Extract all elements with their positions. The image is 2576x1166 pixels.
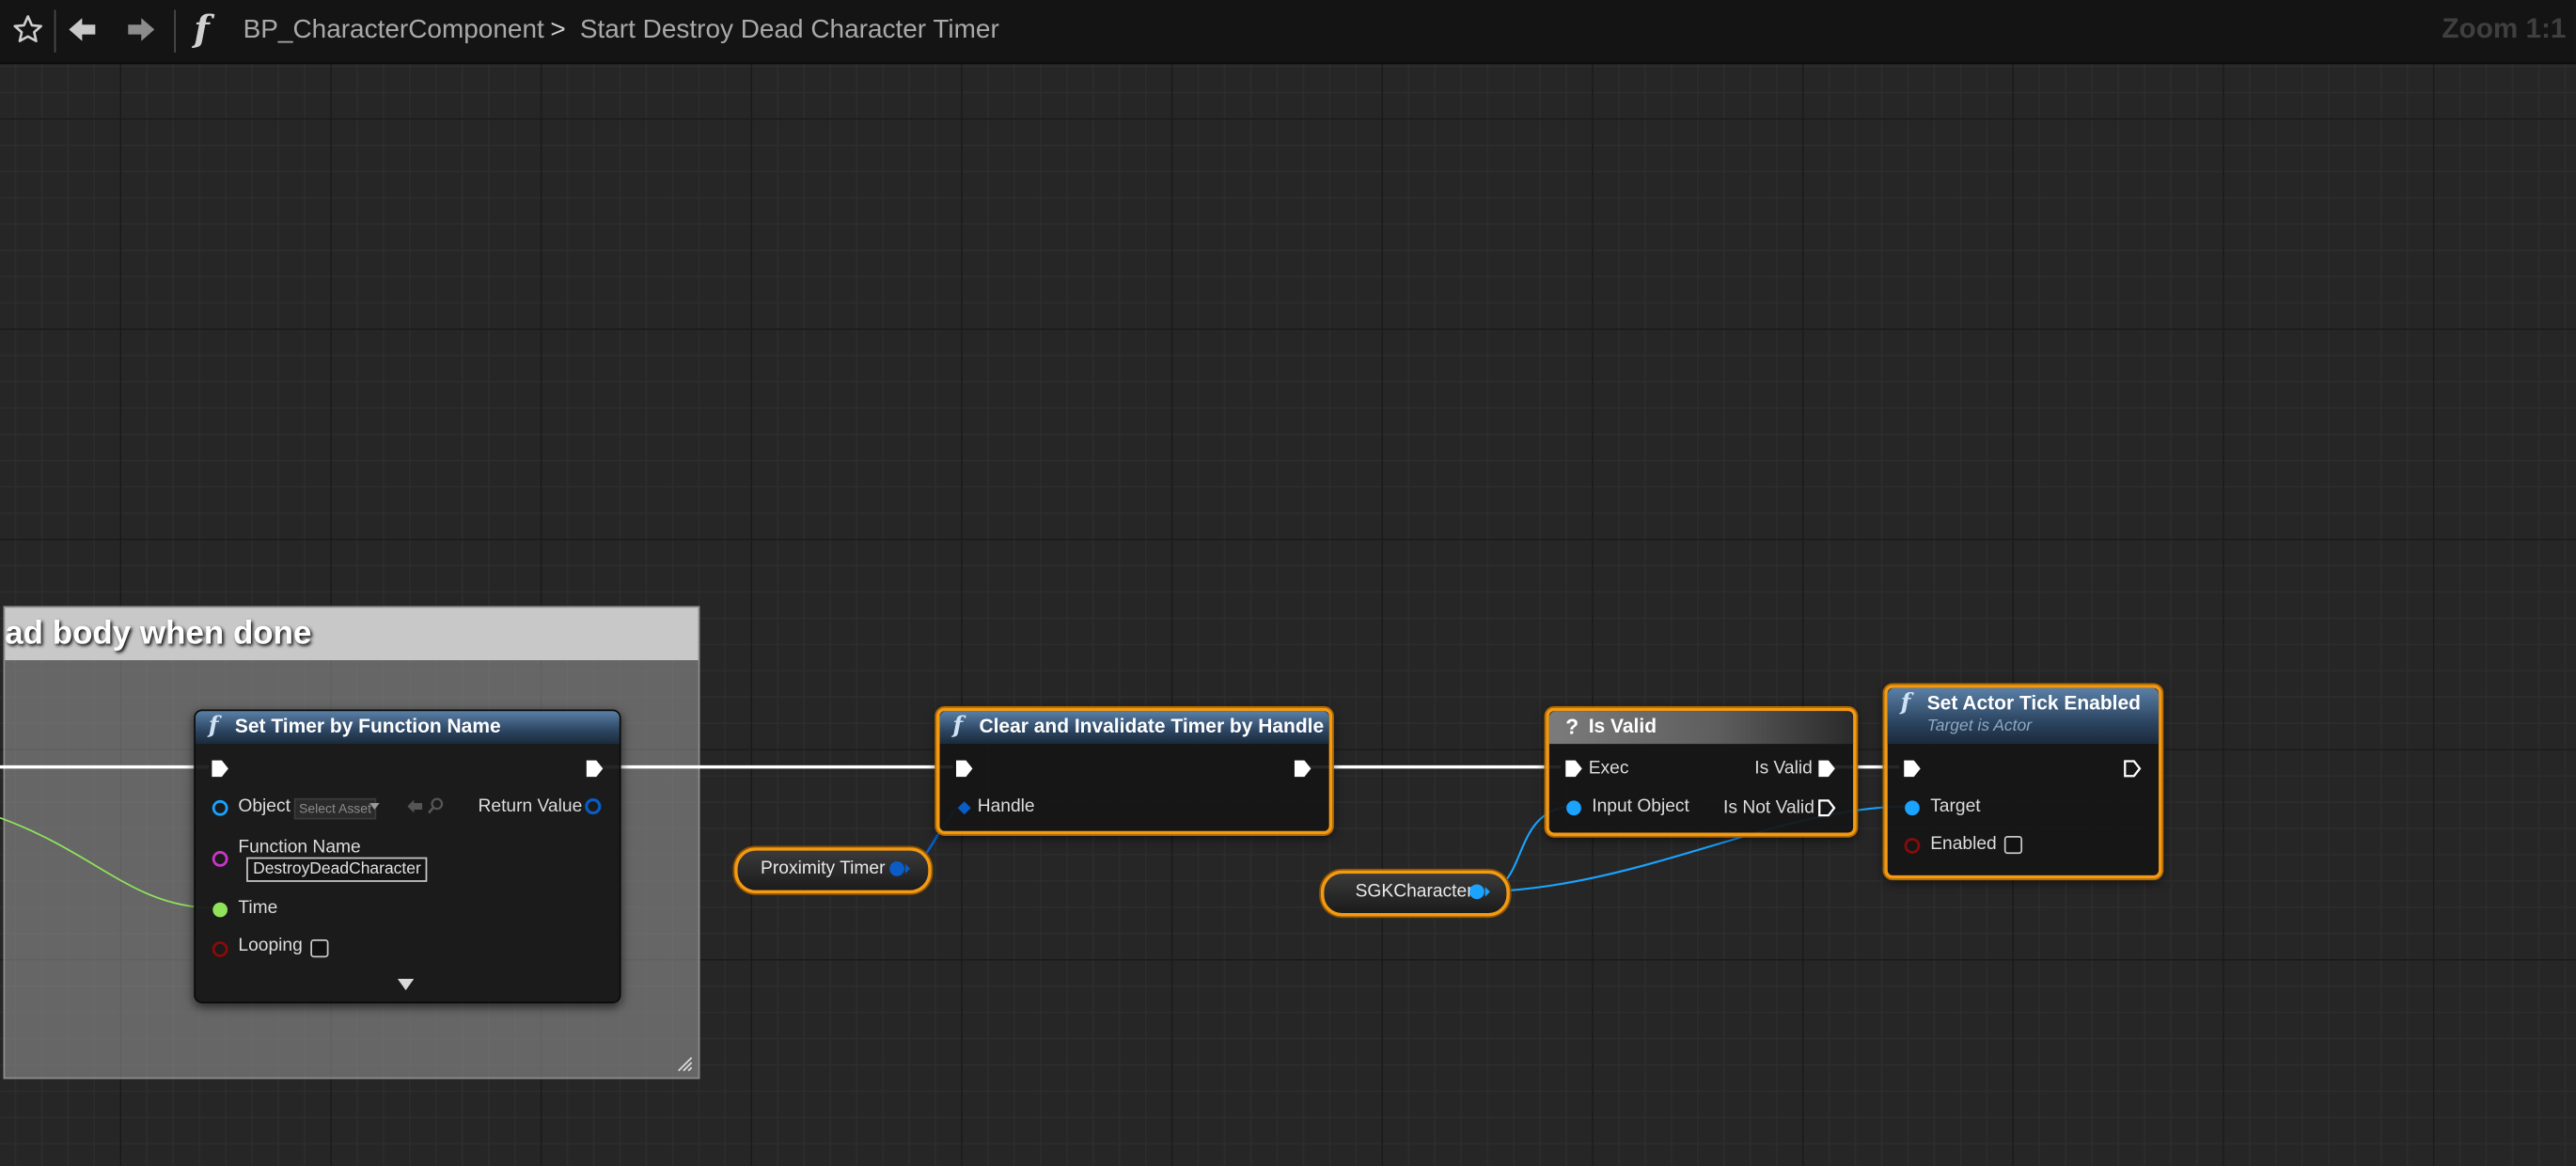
handle-label: Handle: [977, 796, 1035, 817]
function-icon: f: [1900, 689, 1911, 717]
expand-arrow-icon[interactable]: [397, 978, 415, 992]
object-pin[interactable]: [211, 798, 230, 818]
looping-label: Looping: [238, 936, 303, 956]
function-name-label: Function Name: [238, 837, 361, 858]
exec-in-pin[interactable]: [954, 759, 974, 779]
node-subtitle: Target is Actor: [1926, 717, 2033, 736]
object-pin[interactable]: [1467, 882, 1490, 902]
is-valid-exec-pin[interactable]: [1817, 759, 1837, 779]
input-object-pin[interactable]: [1564, 798, 1584, 818]
function-icon: f: [952, 712, 964, 739]
input-object-label: Input Object: [1592, 796, 1689, 817]
variable-label: Proximity Timer: [761, 859, 886, 879]
back-arrow-icon[interactable]: [59, 7, 105, 53]
resize-handle-icon[interactable]: [677, 1056, 693, 1072]
time-pin[interactable]: [211, 900, 230, 920]
node-title: Clear and Invalidate Timer by Handle: [979, 714, 1325, 738]
comment-title: ad body when done: [5, 615, 312, 653]
variable-label: SGKCharacter: [1355, 881, 1473, 902]
enabled-pin[interactable]: [1902, 836, 1922, 856]
node-is-valid[interactable]: ? Is Valid Exec Is Valid Input Object Is…: [1546, 707, 1857, 836]
target-pin[interactable]: [1902, 798, 1922, 818]
struct-pin[interactable]: [887, 859, 911, 878]
variable-proximity-timer[interactable]: Proximity Timer: [734, 847, 932, 894]
star-icon[interactable]: [5, 7, 51, 53]
exec-out-pin[interactable]: [1293, 759, 1312, 779]
return-value-pin[interactable]: [583, 796, 603, 816]
node-title: Set Actor Tick Enabled: [1926, 691, 2141, 715]
is-valid-label: Is Valid: [1754, 758, 1813, 779]
is-not-valid-exec-pin[interactable]: [1817, 798, 1837, 818]
variable-sgk-character[interactable]: SGKCharacter: [1320, 870, 1510, 917]
function-icon: f: [208, 712, 219, 739]
exec-in-pin[interactable]: [1902, 759, 1922, 779]
enabled-checkbox[interactable]: [2003, 835, 2023, 855]
handle-pin[interactable]: [954, 798, 974, 818]
graph-toolbar: f BP_CharacterComponent > Start Destroy …: [0, 0, 2576, 65]
node-header[interactable]: f Set Actor Tick Enabled Target is Actor: [1887, 687, 2160, 745]
object-label: Object: [238, 796, 291, 817]
node-set-actor-tick-enabled[interactable]: f Set Actor Tick Enabled Target is Actor…: [1884, 685, 2162, 879]
exec-in-pin[interactable]: [211, 759, 230, 779]
question-mark-icon: ?: [1565, 714, 1579, 739]
node-clear-and-invalidate-timer[interactable]: f Clear and Invalidate Timer by Handle H…: [936, 707, 1333, 835]
breadcrumb-separator: >: [550, 16, 566, 45]
toolbar-separator: [174, 9, 176, 53]
zoom-level: Zoom 1:1: [2442, 12, 2567, 45]
function-name-pin[interactable]: [211, 849, 230, 869]
chevron-down-icon: [369, 803, 380, 811]
node-header[interactable]: f Set Timer by Function Name: [195, 711, 620, 745]
toolbar-separator: [54, 9, 56, 53]
exec-out-pin[interactable]: [585, 759, 605, 779]
exec-label: Exec: [1588, 758, 1629, 779]
breadcrumb-blueprint[interactable]: BP_CharacterComponent: [243, 16, 544, 45]
node-title: Is Valid: [1588, 714, 1657, 738]
return-value-label: Return Value: [478, 796, 583, 817]
breadcrumb-graph[interactable]: Start Destroy Dead Character Timer: [579, 16, 999, 45]
browse-search-icon[interactable]: [427, 796, 445, 814]
time-label: Time: [238, 898, 278, 919]
select-asset-dropdown[interactable]: Select Asset: [293, 797, 377, 820]
exec-in-pin[interactable]: [1564, 759, 1584, 779]
node-set-timer-by-function-name[interactable]: f Set Timer by Function Name Object Sele…: [194, 709, 621, 1004]
node-header[interactable]: ? Is Valid: [1548, 711, 1854, 745]
target-label: Target: [1930, 796, 1981, 817]
function-icon: f: [194, 8, 210, 52]
looping-pin[interactable]: [211, 939, 230, 959]
forward-arrow-icon[interactable]: [118, 7, 165, 53]
node-title: Set Timer by Function Name: [234, 714, 501, 738]
use-selected-asset-icon[interactable]: [406, 798, 424, 814]
enabled-label: Enabled: [1930, 834, 1997, 855]
node-header[interactable]: f Clear and Invalidate Timer by Handle: [939, 711, 1329, 745]
looping-checkbox[interactable]: [310, 938, 329, 958]
comment-header[interactable]: ad body when done: [5, 607, 699, 661]
function-name-field[interactable]: DestroyDeadCharacter: [246, 857, 428, 882]
exec-out-pin[interactable]: [2123, 759, 2143, 779]
is-not-valid-label: Is Not Valid: [1723, 797, 1814, 818]
